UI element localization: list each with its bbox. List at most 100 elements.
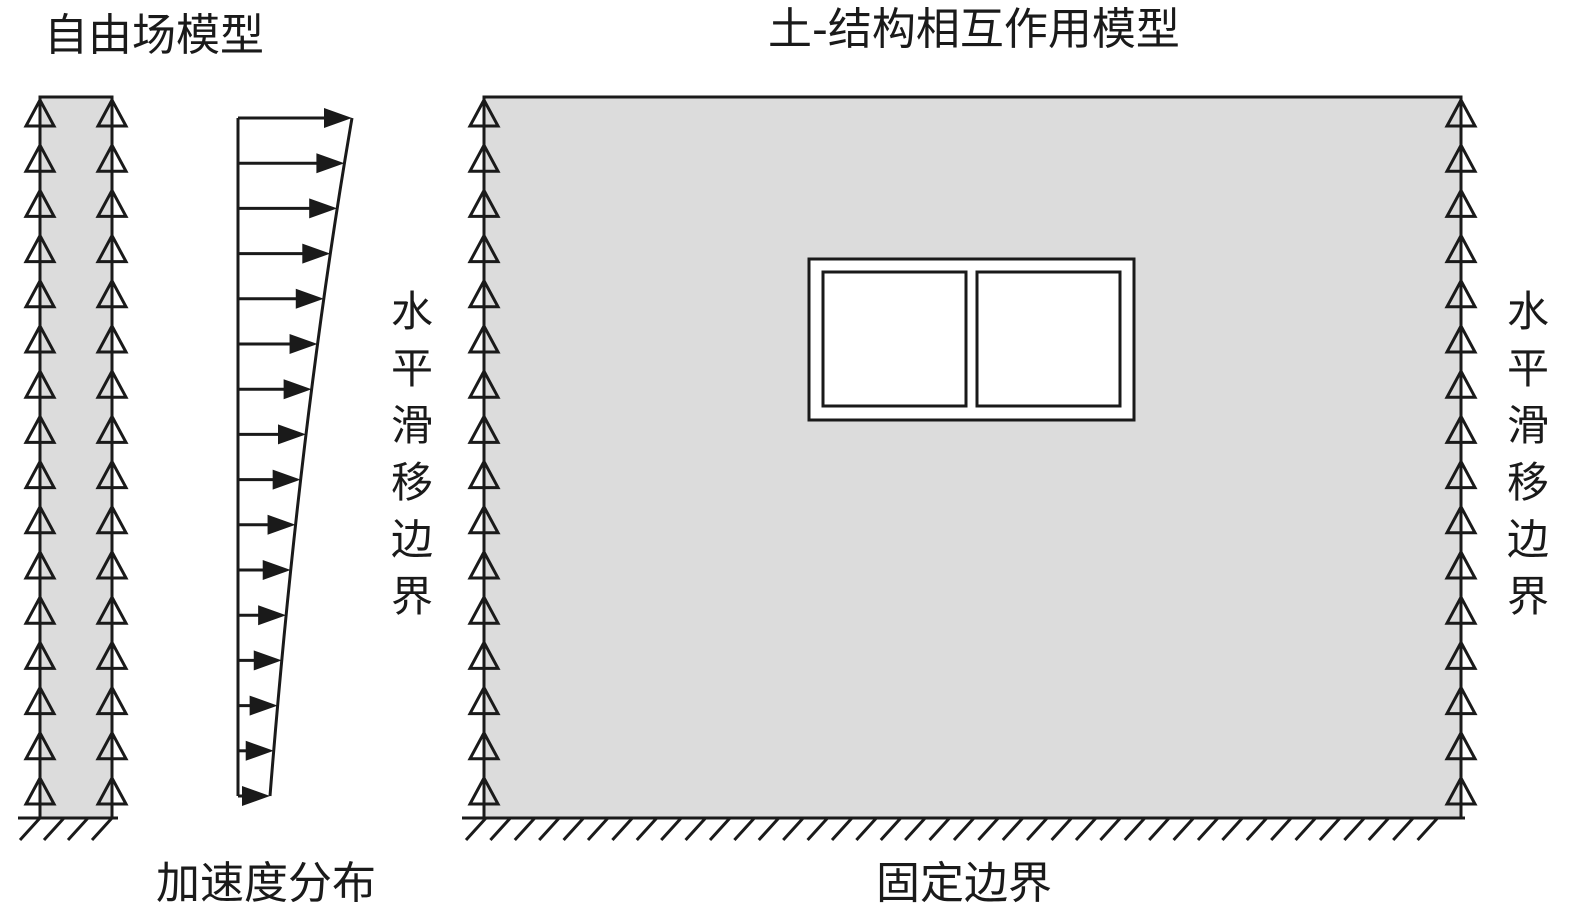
- roller-support-icon: [95, 729, 129, 761]
- roller-support-icon: [23, 458, 57, 490]
- ssi-model: [462, 95, 1478, 842]
- roller-support-icon: [23, 594, 57, 625]
- accel-arrows: [238, 108, 352, 806]
- roller-support-icon: [1444, 232, 1478, 264]
- arrow-right-icon: [267, 514, 296, 535]
- roller-support-icon: [95, 187, 129, 218]
- hatch-mark: [782, 816, 805, 842]
- roller-support-icon: [1444, 729, 1478, 761]
- roller-support-icon: [95, 322, 129, 354]
- roller-support-icon: [23, 548, 57, 580]
- roller-support-icon: [23, 187, 57, 218]
- roller-support-icon: [1444, 503, 1478, 535]
- roller-support-icon: [1444, 368, 1478, 399]
- roller-support-icon: [95, 639, 129, 670]
- slip-boundary-label-left: 水 平 滑 移 边 界: [390, 287, 433, 621]
- fixed-boundary-label: 固定边界: [876, 858, 1052, 909]
- roller-support-icon: [467, 684, 501, 716]
- ssi-left-roller-supports: [467, 96, 501, 806]
- hatch-mark: [586, 816, 610, 842]
- roller-support-icon: [95, 503, 129, 535]
- roller-support-icon: [23, 277, 57, 309]
- roller-support-icon: [1444, 548, 1478, 580]
- roller-support-icon: [23, 413, 57, 444]
- hatch-mark: [1343, 816, 1366, 842]
- free-field-roller-supports: [23, 96, 129, 806]
- hatch-mark: [1026, 816, 1049, 842]
- roller-support-icon: [1444, 413, 1478, 444]
- roller-support-icon: [23, 684, 57, 716]
- roller-support-icon: [1444, 277, 1478, 309]
- roller-support-icon: [95, 142, 129, 173]
- hatch-mark: [18, 816, 42, 842]
- hatch-mark: [1050, 816, 1073, 842]
- arrow-right-icon: [277, 424, 306, 445]
- arrow-right-icon: [295, 288, 324, 309]
- hatch-mark: [1099, 816, 1122, 842]
- hatch-mark: [684, 816, 707, 842]
- roller-support-icon: [467, 413, 501, 444]
- roller-support-icon: [95, 774, 129, 806]
- roller-support-icon: [1444, 458, 1478, 490]
- roller-support-icon: [467, 187, 501, 218]
- hatch-mark: [733, 816, 756, 842]
- roller-support-icon: [1444, 96, 1478, 128]
- roller-support-icon: [467, 458, 501, 490]
- hatch-mark: [1318, 816, 1342, 842]
- roller-support-icon: [467, 368, 501, 399]
- hatch-mark: [1416, 816, 1439, 842]
- hatch-mark: [1221, 816, 1244, 842]
- roller-support-icon: [95, 548, 129, 580]
- hatch-mark: [1196, 816, 1220, 842]
- hatch-mark: [464, 816, 488, 842]
- roller-support-icon: [467, 322, 501, 354]
- hatch-mark: [1294, 816, 1317, 842]
- arrow-right-icon: [258, 605, 287, 626]
- hatch-mark: [66, 816, 90, 842]
- hatch-mark: [904, 816, 927, 842]
- hatch-mark: [635, 816, 658, 842]
- arrow-right-icon: [289, 334, 318, 354]
- roller-support-icon: [467, 729, 501, 761]
- arrow-right-icon: [302, 243, 331, 264]
- hatch-mark: [806, 816, 829, 842]
- roller-support-icon: [95, 413, 129, 444]
- ssi-soil-domain: [482, 95, 1463, 820]
- arrow-right-icon: [242, 786, 270, 806]
- roller-support-icon: [23, 96, 57, 128]
- ssi-right-roller-supports: [1444, 96, 1478, 806]
- slip-boundary-label-right: 水 平 滑 移 边 界: [1506, 287, 1549, 621]
- arrow-right-icon: [253, 650, 282, 671]
- hatch-mark: [1074, 816, 1098, 842]
- roller-support-icon: [467, 503, 501, 535]
- hatch-mark: [1001, 816, 1024, 842]
- hatch-mark: [757, 816, 780, 842]
- roller-support-icon: [95, 368, 129, 399]
- hatch-mark: [42, 816, 66, 842]
- hatch-mark: [611, 816, 634, 842]
- acceleration-distribution: [236, 108, 354, 806]
- hatch-mark: [513, 816, 536, 842]
- roller-support-icon: [467, 639, 501, 670]
- hatch-mark: [538, 816, 561, 842]
- arrow-right-icon: [245, 740, 274, 761]
- hatch-mark: [1367, 816, 1390, 842]
- roller-support-icon: [23, 503, 57, 535]
- ssi-title: 土-结构相互作用模型: [768, 4, 1180, 55]
- structure-right-cell: [975, 270, 1122, 408]
- hatch-mark: [660, 816, 683, 842]
- roller-support-icon: [23, 322, 57, 354]
- roller-support-icon: [95, 458, 129, 490]
- hatch-mark: [1392, 816, 1415, 842]
- roller-support-icon: [95, 684, 129, 716]
- roller-support-icon: [1444, 594, 1478, 625]
- roller-support-icon: [1444, 774, 1478, 806]
- roller-support-icon: [467, 774, 501, 806]
- hatch-mark: [855, 816, 878, 842]
- roller-support-icon: [23, 639, 57, 670]
- roller-support-icon: [23, 232, 57, 264]
- hatch-mark: [1123, 816, 1146, 842]
- ssi-fixed-support-icon: [464, 816, 1439, 842]
- hatch-mark: [708, 816, 732, 842]
